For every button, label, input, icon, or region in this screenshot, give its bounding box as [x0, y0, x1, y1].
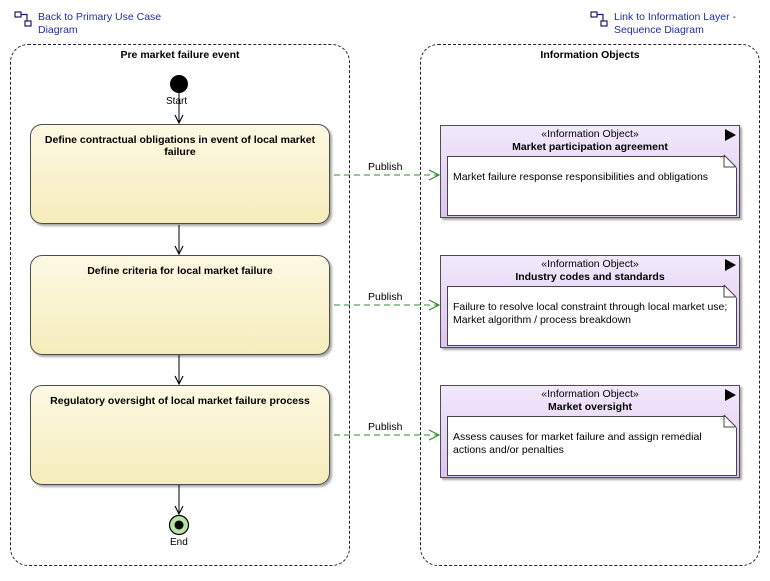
back-link-text[interactable]: Back to Primary Use Case Diagram — [38, 11, 162, 36]
info-object-note: Failure to resolve local constraint thro… — [447, 286, 737, 346]
flag-icon — [725, 389, 736, 401]
flow-label-publish: Publish — [368, 421, 403, 433]
partition-title: Pre market failure event — [120, 49, 240, 61]
action-regulatory-oversight[interactable]: Regulatory oversight of local market fai… — [30, 385, 330, 485]
info-object-name: Market oversight — [547, 401, 633, 413]
info-object-note: Market failure response responsibilities… — [447, 156, 737, 216]
action-title: Define criteria for local market failure — [87, 265, 273, 277]
flow-label-publish: Publish — [368, 161, 403, 173]
diagram-link-icon — [14, 11, 32, 27]
info-object-market-oversight[interactable]: «Information Object» Market oversight As… — [440, 385, 740, 478]
back-to-primary-use-case-link[interactable]: Back to Primary Use Case Diagram — [14, 11, 161, 37]
flow-label-publish: Publish — [368, 291, 403, 303]
end-label: End — [170, 537, 188, 548]
info-object-stereotype: «Information Object» — [541, 258, 639, 270]
action-title: Regulatory oversight of local market fai… — [50, 395, 310, 407]
diagram-link-icon — [590, 11, 608, 27]
partition-title: Information Objects — [540, 49, 640, 61]
action-define-criteria[interactable]: Define criteria for local market failure — [30, 255, 330, 355]
info-object-note: Assess causes for market failure and ass… — [447, 416, 737, 476]
info-object-stereotype: «Information Object» — [541, 388, 639, 400]
note-text: Assess causes for market failure and ass… — [453, 431, 702, 456]
info-layer-link-text[interactable]: Link to Information Layer - Sequence Dia… — [614, 11, 736, 36]
action-define-contractual-obligations[interactable]: Define contractual obligations in event … — [30, 124, 330, 224]
info-object-market-participation-agreement[interactable]: «Information Object» Market participatio… — [440, 125, 740, 218]
action-title: Define contractual obligations in event … — [44, 134, 316, 158]
information-layer-link[interactable]: Link to Information Layer - Sequence Dia… — [590, 11, 736, 37]
note-text: Failure to resolve local constraint thro… — [453, 301, 728, 326]
note-text: Market failure response responsibilities… — [453, 171, 709, 183]
start-label: Start — [166, 96, 188, 107]
info-object-name: Market participation agreement — [512, 141, 668, 153]
info-object-industry-codes[interactable]: «Information Object» Industry codes and … — [440, 255, 740, 348]
info-object-stereotype: «Information Object» — [541, 128, 639, 140]
flag-icon — [725, 259, 736, 271]
flag-icon — [725, 129, 736, 141]
info-object-name: Industry codes and standards — [515, 271, 665, 283]
